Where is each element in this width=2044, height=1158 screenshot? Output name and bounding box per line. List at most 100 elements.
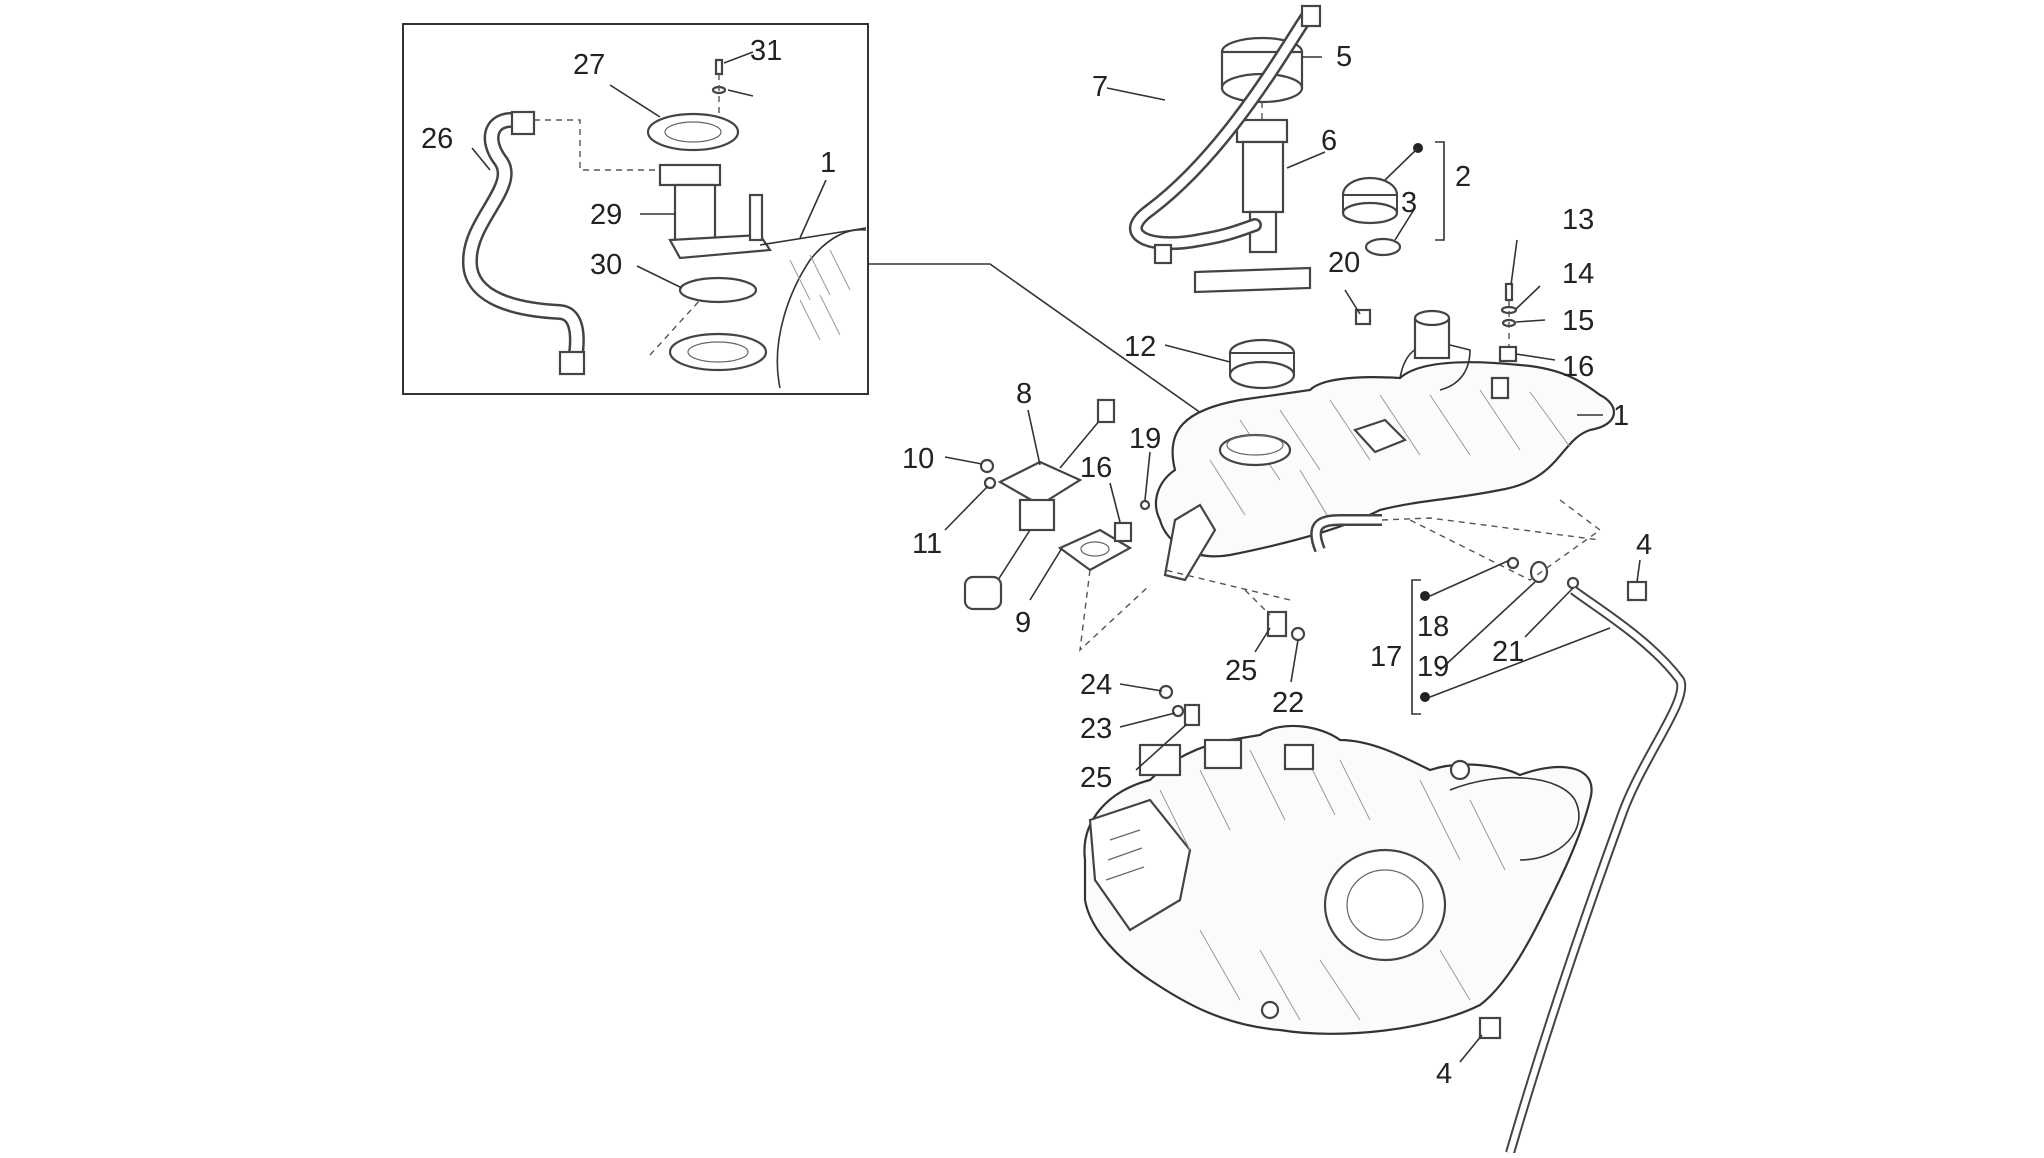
inset-connector-line [868,263,1226,431]
outlet-nut [1290,626,1306,642]
bullet-20 [1420,692,1430,702]
fitting-25 [1183,703,1201,727]
outlet-dash [1244,589,1271,616]
label-29: 30 [590,249,622,281]
leader-6 [1286,151,1326,169]
breather-hose-short-inner [1312,516,1382,552]
label-11: 11 [912,528,942,560]
filler-neck-top [1413,309,1451,327]
label-24: 24 [1080,669,1112,701]
sender-float-arm [997,529,1031,581]
flange-plate [646,112,740,152]
engine-hatch [1159,744,1506,1021]
part-labels: 5 7 6 2 3 13 14 15 16 20 1 12 8 19 16 10… [902,41,1652,1090]
label-14: 14 [1562,258,1594,290]
leader-3 [1394,207,1416,241]
leader-2 [1384,147,1419,181]
engine-throttle [1203,738,1243,770]
leader-23 [1290,639,1299,683]
screw-part [714,58,724,76]
nut-small [979,458,995,474]
label-30: 31 [750,35,782,67]
leader-15 [1515,319,1546,323]
vent-hose-clamp [1153,243,1173,265]
sender-float [963,575,1003,611]
vent-hose-end [1300,4,1322,28]
label-18: 17 [1370,641,1402,673]
fuel-tank-assembly [963,4,1687,1155]
leader-16b [1109,482,1121,523]
label-25a: 25 [1225,655,1257,687]
label-22: 23 [1080,713,1112,745]
label-26: 26 [421,123,453,155]
leader-12 [1164,344,1231,363]
label-16b: 16 [1080,452,1112,484]
pump-float-plate [1193,266,1312,294]
leader-7 [1106,87,1166,101]
vent-hose-inner [1131,7,1315,248]
bolt-part [1504,282,1514,302]
leader-31 [727,89,754,97]
engine-bolt-b [1449,759,1471,781]
sender-body [1018,498,1056,532]
leader-25a [1254,627,1271,653]
leader-10 [944,456,983,465]
hose-connector-bottom [558,350,586,376]
breather-hose-long-inner [1507,587,1685,1154]
label-2: 2 [1455,161,1471,193]
leader-24 [1119,683,1163,692]
leader-9 [1029,547,1063,601]
pump-base [668,233,772,260]
sender-wire [1059,419,1101,469]
hose-guide-dash [534,119,665,171]
clip-nut [1498,345,1518,363]
inset-frame [402,23,869,395]
fuel-tank [1154,361,1616,558]
hose-clip-top [1626,580,1648,602]
leader-19b [1524,587,1574,638]
label-10: 10 [902,443,934,475]
cap-gasket [1364,237,1402,257]
label-13: 13 [1562,204,1594,236]
lock-ring [668,332,768,372]
label-19b: 21 [1492,636,1524,668]
label-1: 1 [1613,400,1629,432]
leader-16a [1515,353,1556,361]
label-23: 22 [1272,687,1304,719]
pump-top-cap [1235,118,1289,144]
lock-ring-inner [687,341,749,363]
variator-cover [1323,848,1447,962]
label-9: 9 [1015,607,1031,639]
label-4b: 4 [1436,1058,1452,1090]
bracket-18 [1411,579,1421,715]
leader-26 [471,147,491,171]
leader-4b [1459,1034,1483,1063]
bullet-19a [1420,591,1430,601]
label-27: 27 [573,49,605,81]
breather-dash [1381,517,1601,541]
breather-clamp-a [1506,556,1520,570]
outlet-fitting [1266,610,1288,638]
label-19a: 18 [1417,611,1449,643]
leader-20 [1439,581,1536,671]
tank-guide-dash [1409,499,1602,581]
leader-8 [1027,409,1041,466]
leader-18 [1429,627,1611,698]
label-5: 5 [1336,41,1352,73]
pump-head [658,163,722,187]
leader-11 [944,485,989,531]
label-17: 19 [1129,423,1161,455]
leader-17 [1144,451,1151,501]
engine-cylinder-head [1088,798,1192,932]
inset-guide-dash [649,299,701,356]
pin-part [1139,499,1151,511]
gasket-ring [678,276,758,304]
clip-part [1113,521,1133,543]
washer-small [983,476,997,490]
engine-sensor [1283,743,1315,771]
leader-27 [609,84,661,118]
washer-22 [1171,704,1185,718]
label-3: 3 [1401,187,1417,219]
label-21: 20 [1328,247,1360,279]
